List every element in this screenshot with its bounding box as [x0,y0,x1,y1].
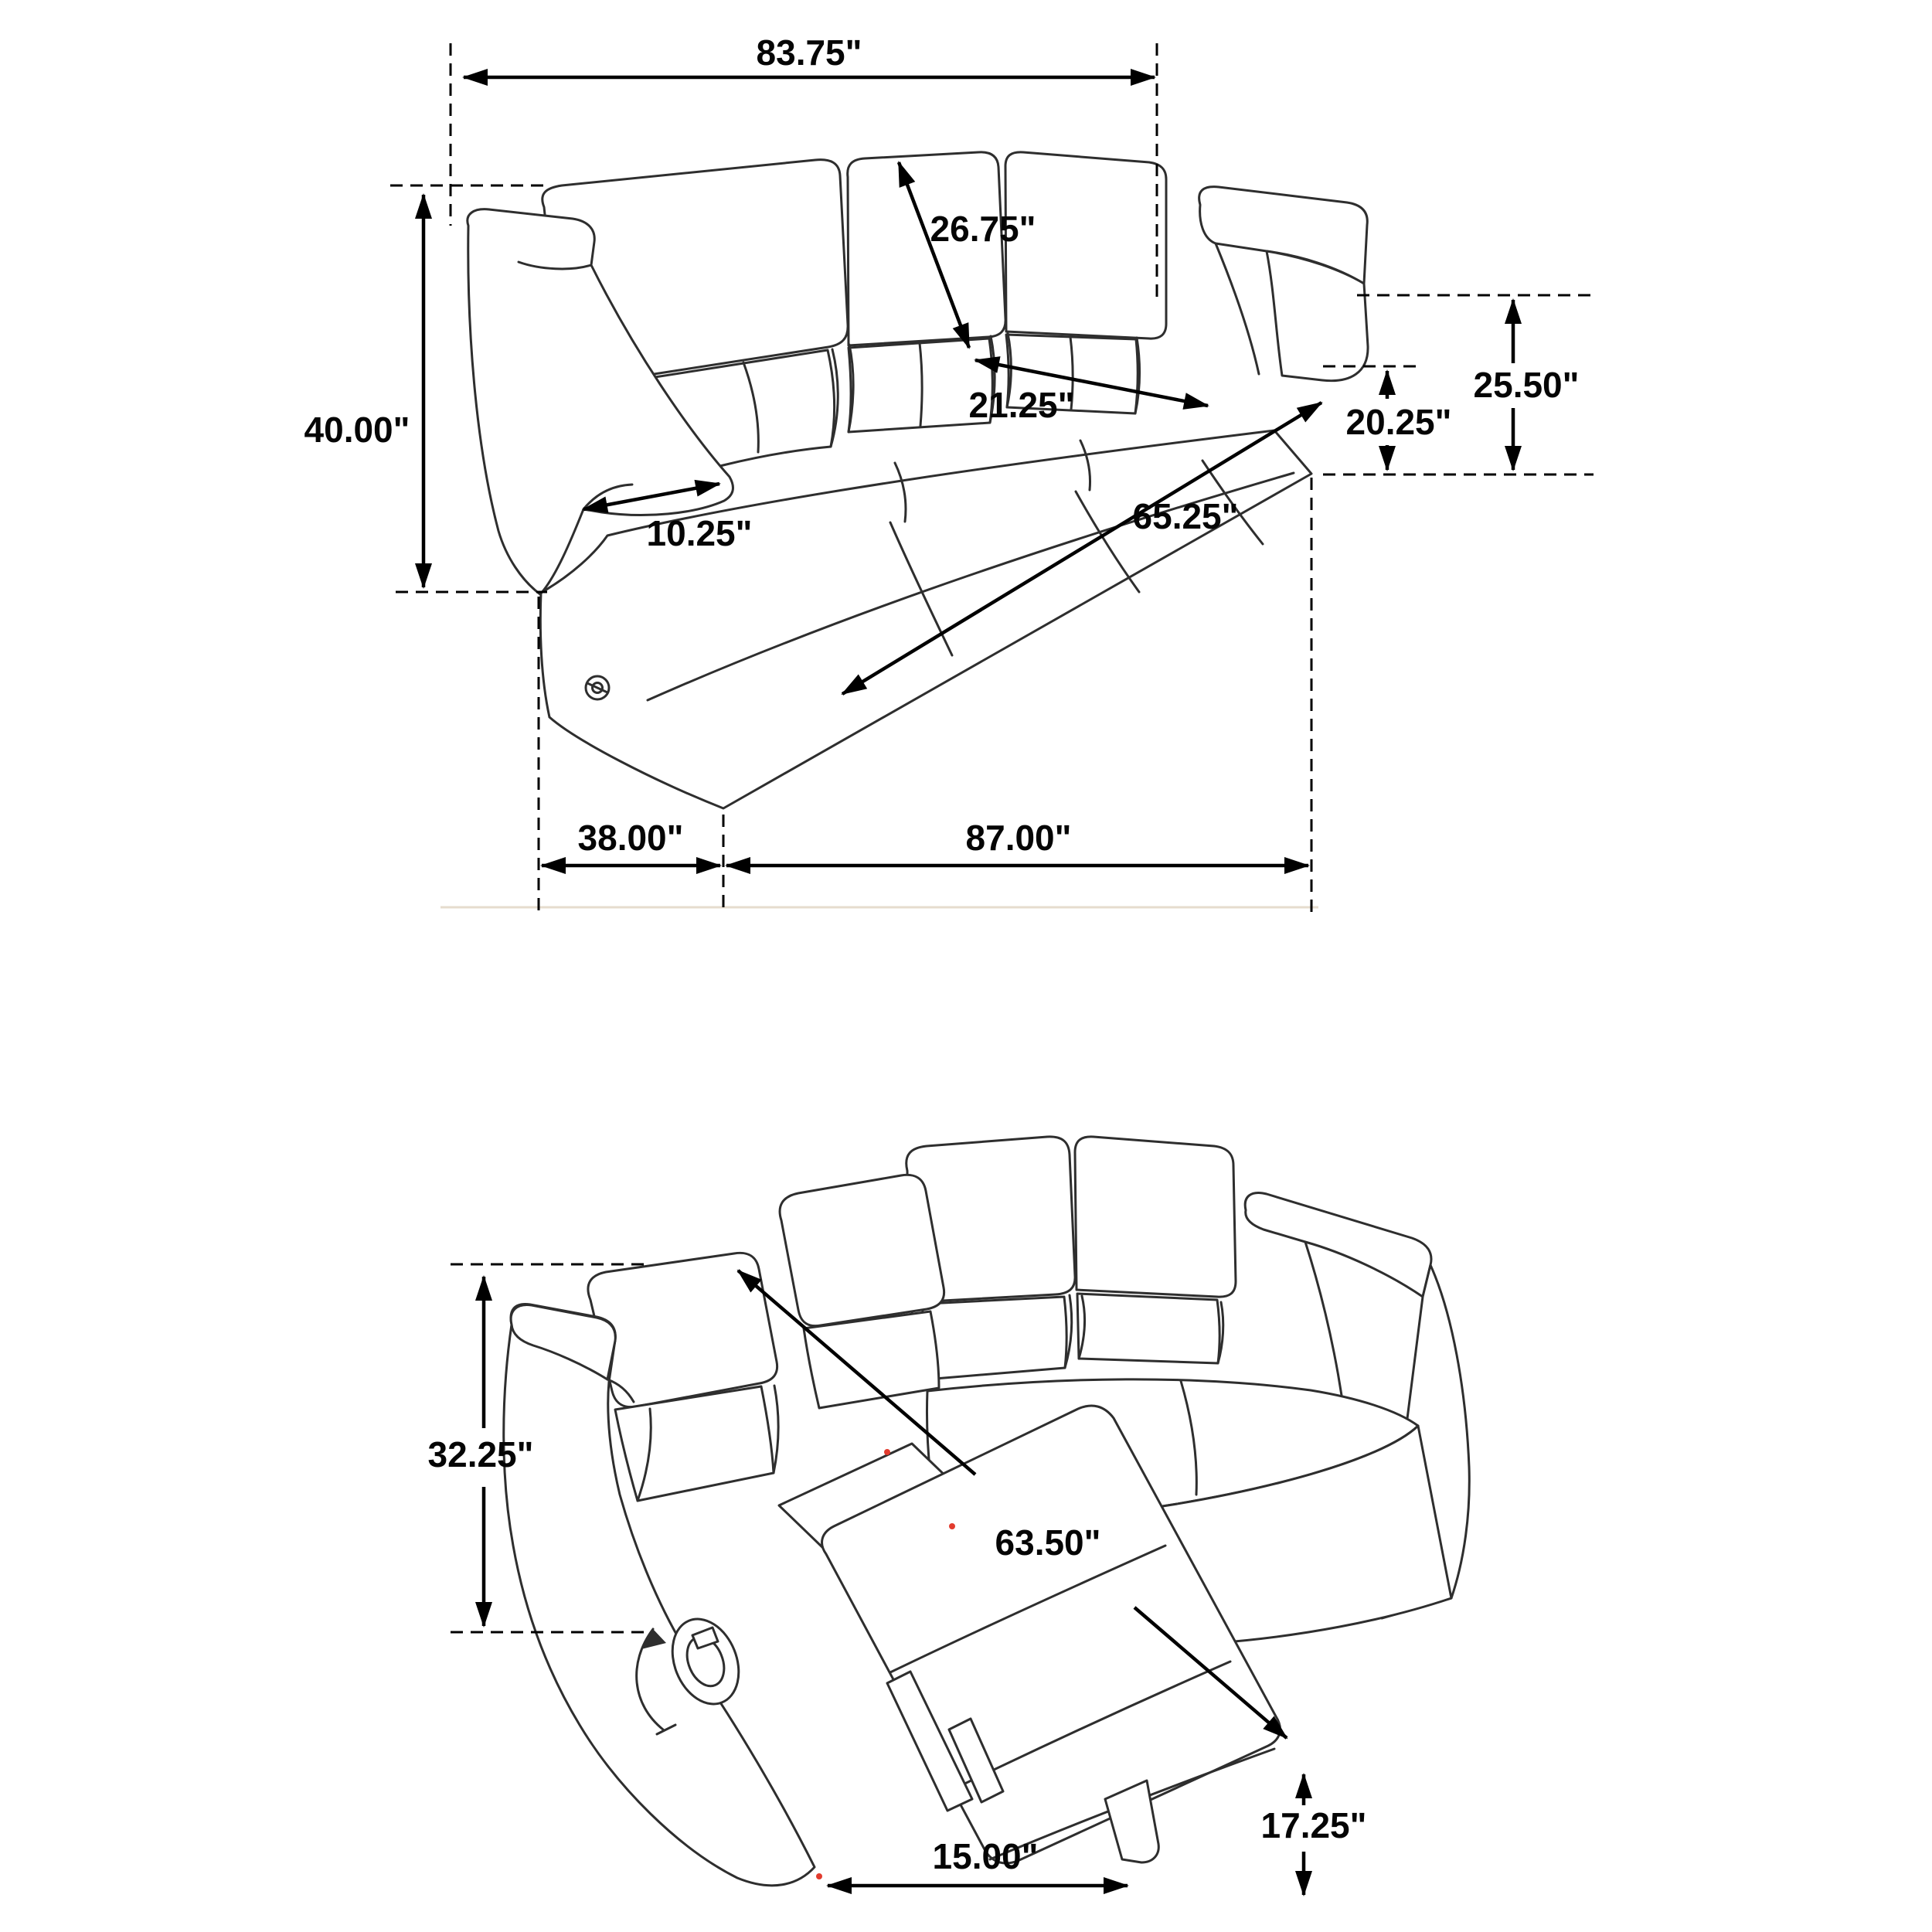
sofa-line [1104,1779,1160,1864]
sofa-line [1076,1292,1221,1365]
dimension-arrow [1133,1606,1288,1740]
reclined-dimensions: 32.25" 63.50" 15.00" 17.25" [428,1263,1367,1896]
dim-overall-width-footprint: 87.00" [725,478,1313,912]
sofa-line [655,1723,677,1736]
sofa-line [691,1626,719,1650]
dim-label: 20.25" [1346,402,1452,442]
dim-seat-height: 20.25" [1323,365,1452,471]
sofa-line [889,1544,1167,1674]
dim-overall-back-width: 83.75" [449,32,1158,298]
dim-armrest-width: 10.25" [582,479,753,553]
sofa-upright-drawing [466,151,1369,810]
sofa-line [829,348,839,448]
dimension-arrow [736,1269,977,1476]
sofa-line [1265,250,1369,383]
upright-dimensions: 83.75" 40.00" 26.75" 21.25" 10.25" 65.25… [304,32,1594,912]
sofa-line [586,682,609,694]
dim-label: 17.25" [1261,1805,1367,1845]
sofa-reclined-drawing [502,1135,1471,1887]
red-mark [884,1449,890,1455]
dim-arm-height: 25.50" [1323,294,1594,476]
sofa-line [1243,1192,1433,1298]
dim-backrest-diagonal: 26.75" [896,161,1036,349]
dim-footrest-extension: 15.00" [826,1836,1129,1894]
dim-label: 25.50" [1474,365,1580,405]
dim-reclined-back-height: 32.25" [428,1263,651,1634]
dim-label: 63.50" [995,1522,1101,1563]
dim-label: 38.00" [578,818,684,858]
sofa-line [641,1629,666,1649]
dimension-arrow [841,401,1323,696]
dim-label: 32.25" [428,1434,534,1475]
sofa-line [1214,242,1260,376]
red-mark [949,1523,955,1529]
sofa-line [802,1310,940,1410]
red-mark [816,1873,822,1879]
sofa-line [606,1378,635,1403]
dim-reclined-overall-diagonal: 63.50" [736,1269,1288,1740]
dim-label: 87.00" [966,818,1072,858]
dim-label: 21.25" [969,385,1075,425]
recline-handle-icon [671,1617,740,1706]
sofa-line [1073,1135,1237,1298]
sofa-line [614,1385,775,1502]
dim-label: 83.75" [757,32,862,73]
sofa-line [886,1670,974,1812]
power-button-icon [584,675,611,701]
dim-label: 26.75" [930,209,1036,249]
sofa-line [1004,151,1168,340]
dimension-arrow [896,161,971,349]
dim-footrest-floor-height: 17.25" [1261,1773,1367,1896]
dim-label: 40.00" [304,410,410,450]
sofa-line [587,1251,779,1409]
sofa-line [635,1628,665,1731]
dimension-arrow [582,479,721,514]
sofa-line [1216,1301,1225,1365]
sofa-line [1063,1294,1073,1369]
rotation-arrow-icon [635,1628,677,1736]
sofa-line [742,361,760,454]
dim-seat-width: 65.25" [841,401,1323,696]
sofa-line [1179,1379,1198,1496]
dim-overall-depth: 38.00" [537,597,725,912]
dimension-arrow [974,356,1209,410]
sofa-line [772,1384,780,1475]
sofa-line [947,1717,1005,1804]
dim-label: 65.25" [1133,496,1239,536]
dim-label: 10.25" [647,513,753,553]
sofa-line [517,260,593,270]
dim-overall-height: 40.00" [304,184,547,594]
dim-label: 15.00" [933,1836,1039,1876]
sofa-line [636,1407,652,1502]
sofa-line [1077,1294,1086,1360]
sofa-line [778,1173,946,1328]
sofa-line [502,1302,816,1887]
